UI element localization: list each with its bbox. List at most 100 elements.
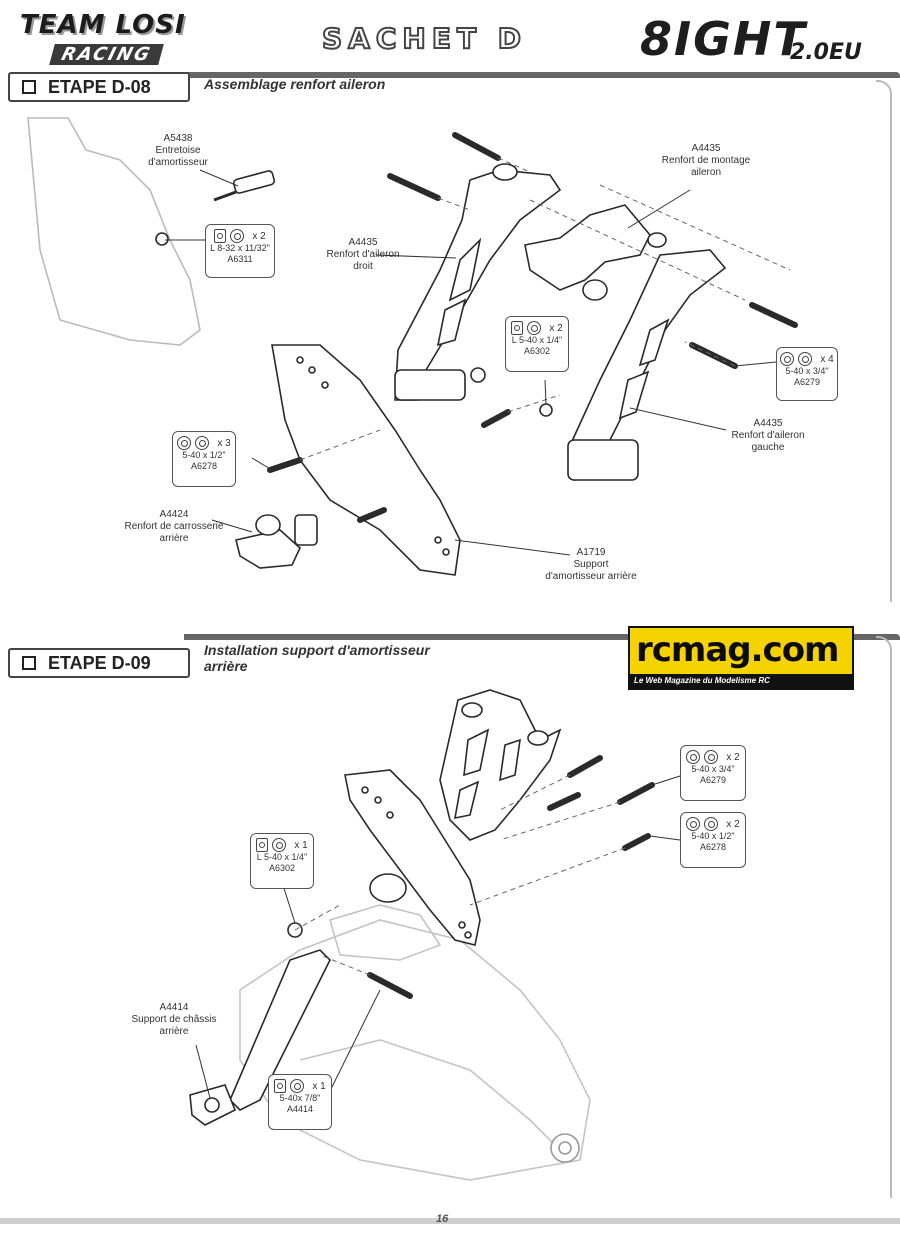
rear-shock-tower [344,769,481,946]
washer-icon [704,817,719,831]
part-name: d'amortisseur arrière [545,571,637,582]
step-header-d08: ETAPE D-08 Assemblage renfort aileron [0,72,900,102]
part-code: A4424 [159,509,189,520]
hardware-code: A6302 [523,346,551,356]
screw [387,173,441,201]
quantity: x 2 [726,818,740,830]
checkbox-icon [22,656,36,670]
callout-chassis-brace: A4414 Support de châssis arrière [122,1002,226,1038]
hardware-size: 5-40 x 1/2" [182,450,226,460]
part-name: Renfort d'aileron [326,249,400,260]
screw [452,132,501,161]
model-version: 2.0EU [790,40,862,65]
part-name: Renfort de montage [661,155,751,166]
step-tab: ETAPE D-08 [8,72,190,102]
hardware-size: L 5-40 x 1/4" [511,335,563,345]
hardware-code: A6279 [699,775,727,785]
step-divider [184,634,900,640]
hardware-code: A6278 [190,461,218,471]
rcmag-logo: rcmag.com Le Web Magazine du Modelisme R… [628,626,854,690]
screw [749,302,798,328]
hardware-box: x 4 5-40 x 3/4" A6279 [776,347,838,401]
washer-icon [272,838,287,852]
part-code: A4435 [348,237,378,248]
hardware-size: L 8-32 x 11/32" [210,243,270,253]
part-name: Renfort de carrosserie [124,521,224,532]
part-name: Support [573,559,609,570]
washer-icon [798,352,813,366]
mount-post [461,702,483,718]
brand-logo-team-losi: TEAM LOSI [20,10,186,40]
rear-shock-tower [271,344,461,576]
hardware-box: x 3 5-40 x 1/2" A6278 [172,431,236,487]
hardware-box: x 2 5-40 x 3/4" A6279 [680,745,746,801]
callout-wing-support-right: A4435 Renfort d'aileron droit [310,237,416,273]
part-name: aileron [690,167,722,178]
screw [567,755,603,778]
callout-wing-support-left: A4435 Renfort d'aileron gauche [716,418,820,454]
nut-icon [256,838,269,852]
hardware-code: A6279 [793,377,821,387]
callout-shock-spacer: A5438 Entretoise d'amortisseur [128,133,228,169]
panel-border [876,80,892,602]
step-title: Assemblage renfort aileron [204,76,386,92]
step-label: ETAPE D-09 [48,652,151,673]
part-name: Entretoise [155,145,201,156]
hardware-code: A6302 [268,863,296,873]
step-header-d09: ETAPE D-09 Installation support d'amorti… [0,634,900,678]
washer-icon [527,321,542,335]
body-mount [369,873,407,903]
hardware-size: L 5-40 x 1/4" [256,852,308,862]
quantity: x 1 [294,839,308,851]
screw [622,833,651,851]
hardware-code: A6311 [227,254,253,264]
quantity: x 4 [820,353,834,365]
washer-icon [290,1079,305,1093]
wing-support-right [394,169,562,401]
step-tab: ETAPE D-09 [8,648,190,678]
part-name: droit [353,261,373,272]
panel-border [876,636,892,1198]
quantity: x 2 [549,322,563,334]
callout-rear-shock-tower: A1719 Support d'amortisseur arrière [534,547,648,583]
part-name: Support de châssis [131,1014,217,1025]
washer-icon [195,436,210,450]
part-code: A5438 [163,133,193,144]
callout-wing-mount-brace: A4435 Renfort de montage aileron [648,143,764,179]
hardware-box: x 2 L 5-40 x 1/4" A6302 [505,316,569,372]
hardware-code: A6278 [699,842,727,852]
hardware-size: 5-40x 7/8" [279,1093,321,1103]
rcmag-tagline: Le Web Magazine du Modelisme RC [630,674,852,688]
part-code: A4435 [753,418,783,429]
screw [267,457,303,473]
part-name: Renfort d'aileron [731,430,805,441]
rcmag-wordmark: rcmag.com [636,630,839,670]
step-title: Installation support d'amortisseur [204,642,430,658]
step-divider [170,72,900,78]
locknut [470,367,486,383]
footer-bar [0,1218,900,1224]
page-number: 16 [436,1213,449,1225]
screw-head-icon [177,436,192,450]
quantity: x 1 [312,1080,326,1092]
screw [367,972,413,999]
nut-icon [511,321,524,335]
screw-head-icon [274,1079,287,1093]
nut-small [155,232,169,246]
hardware-box: x 1 5-40x 7/8" A4414 [268,1074,332,1130]
body-mount [235,529,301,569]
part-code: A4414 [159,1002,189,1013]
part-code: A4435 [691,143,721,154]
shock-spacer [232,170,276,194]
hardware-box: x 2 L 8-32 x 11/32" A6311 [205,224,275,278]
step-label: ETAPE D-08 [48,76,151,97]
screw-head-icon [686,750,701,764]
model-logo: 8IGHT [640,12,807,66]
screw [617,782,655,805]
ghost-shock-tower [27,117,201,346]
screw-head-icon [780,352,795,366]
washer-icon [704,750,719,764]
quantity: x 2 [726,751,740,763]
step-title-continued: arrière [204,658,248,674]
